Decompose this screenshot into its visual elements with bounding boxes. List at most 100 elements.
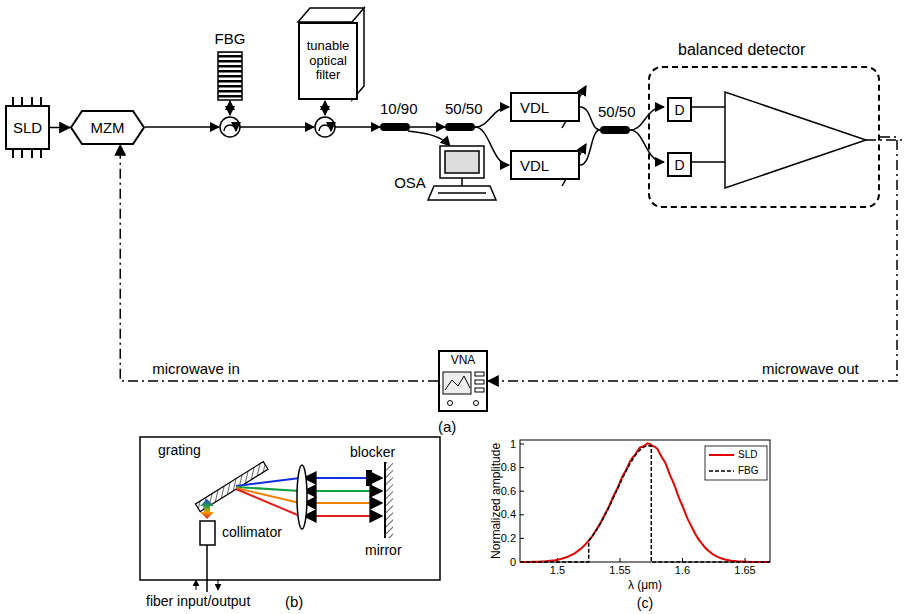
legend-text: FBG (738, 465, 759, 477)
drawing-polygon (725, 92, 866, 188)
drawing-line (461, 178, 463, 186)
drawing-rect (475, 388, 484, 392)
label-text: 1.65 (734, 564, 755, 577)
label-text: 1.6 (675, 564, 690, 577)
drawing-line (12, 97, 14, 105)
label-text: (c) (637, 595, 653, 611)
network-analyzer-box: VNA (438, 350, 488, 412)
delay-line-box: VDL (510, 150, 580, 180)
drawing-rect (440, 146, 484, 178)
node-text: MZM (90, 119, 124, 136)
drawing-line (236, 478, 300, 486)
drawing-rect (705, 446, 767, 480)
drawing-line (236, 488, 300, 503)
drawing-path (298, 8, 364, 100)
drawing-rect (140, 437, 440, 580)
detector-group: balanced detectorDD (648, 66, 880, 208)
drawing-line (866, 139, 904, 141)
label-text: 0.4 (501, 508, 516, 521)
drawing-line (40, 97, 42, 105)
drawing-line (709, 454, 734, 456)
drawing-line (438, 192, 486, 194)
drawing-g (520, 443, 770, 562)
drawing-line (335, 126, 380, 128)
drawing-path (224, 125, 236, 131)
drawing-rect (443, 372, 471, 394)
y-tick (520, 514, 524, 515)
photodiode-box: D (667, 152, 692, 177)
signal-connector (120, 145, 438, 381)
drawing-line (690, 161, 725, 163)
drawing-line (31, 97, 33, 105)
drawing-line (21, 97, 23, 105)
grating-reflection-curve (520, 446, 770, 562)
label-text: 0.2 (501, 532, 516, 545)
label-text: 10/90 (380, 100, 418, 117)
drawing-circle (315, 117, 335, 137)
drawing-line (324, 101, 326, 115)
node-text: D (674, 157, 684, 173)
drawing-rect (600, 126, 630, 134)
label-text: 0.6 (501, 485, 516, 498)
drawing-line (240, 126, 314, 128)
drawing-line (304, 502, 382, 504)
node-text: VDL (520, 157, 549, 174)
label-text: collimator (222, 524, 282, 540)
drawing-path (319, 125, 331, 131)
node-text: balanced detector (678, 41, 805, 59)
drawing-rect (386, 462, 393, 538)
drawing-path (580, 107, 600, 130)
drawing-g (236, 478, 382, 516)
node-text: VDL (520, 99, 549, 116)
drawing-path (428, 186, 496, 200)
drawing-rect (366, 470, 372, 486)
node-text: tunable optical filter (300, 39, 356, 84)
signal-connector (488, 137, 897, 381)
drawing-rect (520, 440, 770, 562)
drawing-line (12, 150, 14, 158)
drawing-line (40, 150, 42, 158)
drawing-path (408, 131, 450, 146)
y-tick (520, 538, 524, 539)
drawing-line (218, 580, 219, 590)
delay-line-box: VDL (510, 92, 580, 122)
analyzer-label-node: OSA (390, 172, 430, 192)
drawing-line (21, 150, 23, 158)
label-text: 50/50 (598, 103, 636, 120)
drawing-line (206, 545, 208, 592)
y-tick (520, 444, 524, 445)
source-spectrum-curve (520, 443, 770, 562)
hexagon-shape (71, 111, 144, 144)
grating-label-node: FBG (208, 28, 252, 48)
drawing-line (236, 489, 300, 516)
drawing-line (229, 101, 231, 115)
drawing-line (384, 462, 386, 538)
label-text: 0.8 (501, 461, 516, 474)
node-text: FBG (215, 30, 246, 47)
node-text: VNA (451, 353, 476, 367)
connector-label: microwave out (760, 360, 861, 377)
drawing-path (200, 499, 214, 519)
drawing-line (196, 580, 197, 590)
drawing-line (410, 126, 445, 128)
drawing-line (31, 150, 33, 158)
drawing-line (709, 470, 734, 472)
node-text: SLD (13, 119, 42, 136)
label-text: 50/50 (445, 100, 483, 117)
label-text: fiber input/output (146, 593, 250, 609)
label-text: λ (μm) (628, 579, 662, 593)
drawing-line (690, 106, 725, 108)
drawing-line (304, 515, 382, 517)
filter-box: tunable optical filter (298, 22, 358, 100)
legend-text: SLD (738, 449, 757, 461)
connector-label: microwave in (150, 360, 242, 377)
light-source-box: SLD (5, 105, 50, 150)
drawing-g (443, 372, 484, 406)
label-text: (a) (438, 418, 456, 435)
x-tick (620, 558, 621, 562)
y-tick (520, 491, 524, 492)
signal-connector (50, 127, 70, 129)
label-text: (b) (285, 593, 303, 610)
drawing-rect (200, 521, 215, 545)
